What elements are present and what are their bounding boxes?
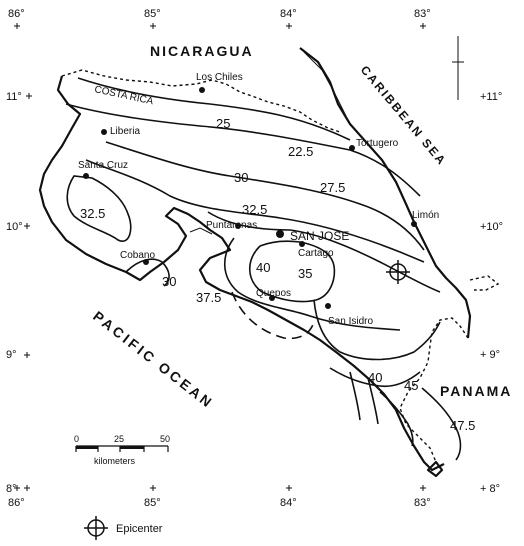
- epicenter-marker: [386, 260, 410, 284]
- place-dot-santa-cruz: [83, 173, 89, 179]
- lon-label-bottom-86: 86°: [8, 497, 25, 509]
- contour-30: [85, 159, 425, 263]
- place-dot-quepos: [269, 295, 275, 301]
- place-limon: Limón: [412, 210, 439, 221]
- contour-label-32-5-west: 32.5: [80, 206, 105, 221]
- place-puntarenas: Puntarenas: [206, 220, 257, 231]
- lon-label-bottom-85: 85°: [144, 497, 161, 509]
- scale-tick-50: 50: [160, 434, 170, 444]
- pacific-coastline: [38, 75, 445, 472]
- region-pacific-ocean: PACIFIC OCEAN: [90, 308, 217, 412]
- lat-label-right-9: + 9°: [480, 349, 500, 361]
- contour-30-south: [125, 258, 170, 287]
- lat-label-8: 8°: [6, 483, 17, 495]
- place-dot-limon: [411, 221, 417, 227]
- isoseismal-contours: [65, 77, 462, 461]
- region-nicaragua: NICARAGUA: [150, 43, 254, 59]
- contour-25: [65, 103, 421, 197]
- lat-label-right-10: +10°: [480, 221, 503, 233]
- contour-label-37-5: 37.5: [196, 290, 221, 305]
- lat-label-11: 11°: [6, 91, 22, 103]
- place-dot-tortugero: [349, 145, 355, 151]
- contour-label-27-5: 27.5: [320, 180, 345, 195]
- contour-label-22-5: 22.5: [288, 144, 313, 159]
- contour-label-40-center: 40: [256, 260, 270, 275]
- contour-32-5-center: [207, 211, 441, 293]
- scale-tick-25: 25: [114, 434, 124, 444]
- place-dot-san-isidro: [325, 303, 331, 309]
- graticule-top: 86° 85° 84° 83°: [8, 8, 431, 29]
- region-caribbean-sea: CARIBBEAN SEA: [358, 63, 450, 169]
- contour-37-5: [231, 291, 315, 340]
- contour-label-47-5: 47.5: [450, 418, 475, 433]
- region-costa-rica: COSTA RICA: [93, 84, 154, 107]
- place-dot-san-jose: [276, 230, 284, 238]
- scale-bar: 0 25 50 kilometers: [74, 434, 170, 466]
- place-los-chiles: Los Chiles: [196, 72, 243, 83]
- contour-label-30-south: 30: [162, 274, 176, 289]
- contour-22-5: [77, 77, 351, 141]
- graticule-right: +11° +10° + 9° + 8°: [480, 91, 503, 495]
- contour-47-5: [421, 387, 462, 461]
- place-tortugero: Tortugero: [356, 138, 399, 149]
- place-cartago: Cartago: [298, 248, 334, 259]
- lon-label-bottom-84: 84°: [280, 497, 297, 509]
- place-cobano: Cobano: [120, 250, 155, 261]
- graticule-bottom: 86° 85° 84° 83°: [8, 485, 431, 509]
- contour-27-5: [105, 141, 425, 251]
- lon-label-84: 84°: [280, 8, 297, 20]
- panama-border: [399, 317, 469, 463]
- legend-epicenter-label: Epicenter: [116, 523, 163, 535]
- lon-label-86: 86°: [8, 8, 25, 20]
- lon-label-83: 83°: [414, 8, 431, 20]
- contour-label-45: 45: [404, 378, 418, 393]
- contour-label-40-south: 40: [368, 370, 382, 385]
- contour-35-south: [313, 299, 441, 361]
- place-san-jose: SAN JOSE: [290, 229, 349, 243]
- lat-label-right-11: +11°: [480, 91, 502, 103]
- scale-unit: kilometers: [94, 456, 136, 466]
- place-santa-cruz: Santa Cruz: [78, 160, 128, 171]
- lon-label-bottom-83: 83°: [414, 497, 431, 509]
- contour-40-center: [248, 240, 336, 303]
- contour-35: [224, 237, 401, 331]
- place-dot-cobano: [143, 259, 149, 265]
- north-marker: [452, 36, 464, 100]
- lat-label-9: 9°: [6, 349, 17, 361]
- lon-label-85: 85°: [144, 8, 161, 20]
- lat-label-10: 10°: [6, 221, 23, 233]
- place-dot-los-chiles: [199, 87, 205, 93]
- place-liberia: Liberia: [110, 126, 140, 137]
- contour-label-35: 35: [298, 266, 312, 281]
- caribbean-coastline: [299, 47, 472, 339]
- places: Los Chiles Liberia Santa Cruz Tortugero …: [78, 72, 439, 327]
- region-panama: PANAMA: [440, 383, 512, 399]
- contour-label-32-5-center: 32.5: [242, 202, 267, 217]
- contour-label-25: 25: [216, 116, 230, 131]
- graticule-left: 11° 10° 9° 8°: [6, 91, 32, 495]
- contour-45: [379, 391, 414, 447]
- place-dot-liberia: [101, 129, 107, 135]
- contour-labels: 25 22.5 30 27.5 32.5 32.5 30 40 35 37.5 …: [80, 116, 475, 433]
- place-dot-puntarenas: [235, 223, 241, 229]
- place-quepos: Quepos: [256, 288, 291, 299]
- contour-40-south: [329, 367, 421, 388]
- lat-label-right-8: + 8°: [480, 483, 500, 495]
- contour-32-5-west: [66, 175, 132, 242]
- place-dot-cartago: [299, 241, 305, 247]
- contour-label-30: 30: [234, 170, 248, 185]
- place-san-isidro: San Isidro: [328, 316, 373, 327]
- legend: Epicenter: [84, 516, 163, 540]
- scale-tick-0: 0: [74, 434, 79, 444]
